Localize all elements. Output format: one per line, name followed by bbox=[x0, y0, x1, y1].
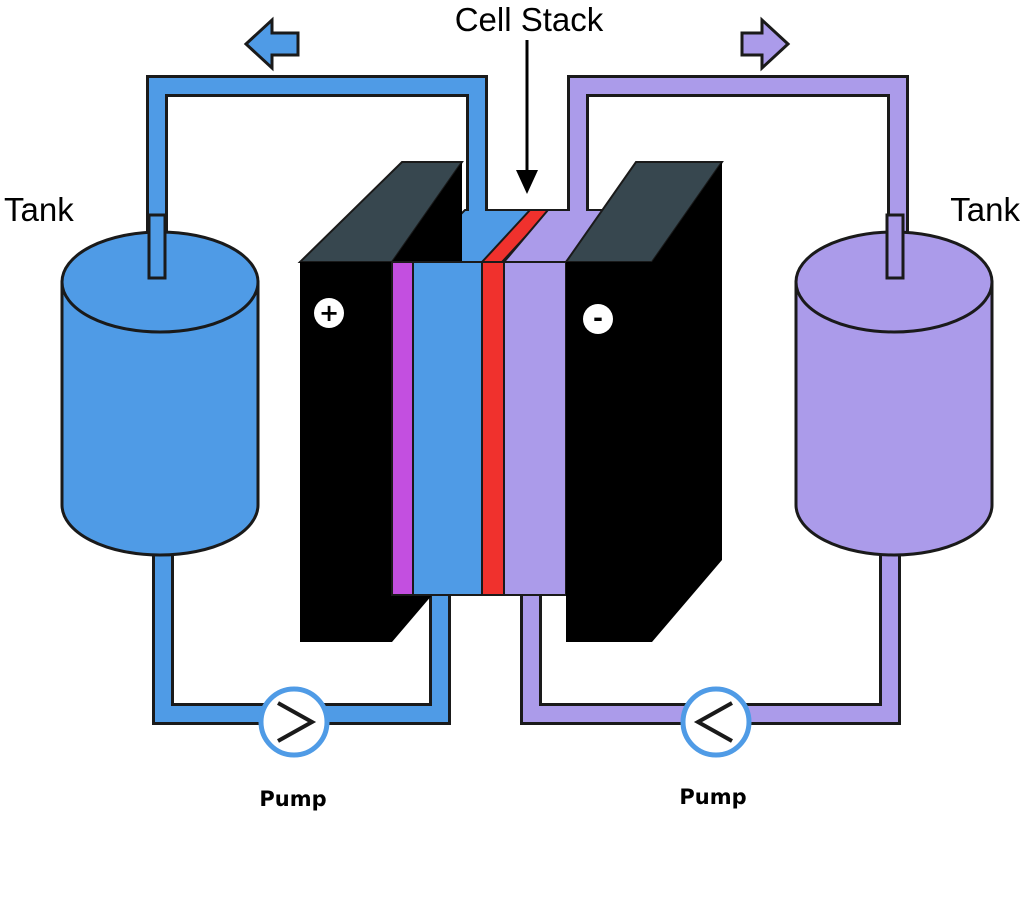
membrane bbox=[481, 261, 505, 596]
right-arrow-icon bbox=[740, 16, 791, 72]
tank-left-label: Tank bbox=[4, 191, 74, 228]
positive-electrolyte-compartment bbox=[412, 261, 483, 596]
tank-right-label: Tank bbox=[950, 191, 1020, 228]
pump-direction-icon bbox=[277, 701, 317, 743]
negative-electrolyte-compartment bbox=[503, 261, 567, 596]
right-tank bbox=[794, 213, 994, 557]
svg-text:+: + bbox=[319, 299, 339, 327]
negative-electrode-plate bbox=[564, 161, 724, 642]
left-arrow-icon bbox=[243, 16, 300, 72]
positive-layer bbox=[391, 261, 414, 596]
pump-left-label: Pump bbox=[259, 787, 326, 811]
svg-text:-: - bbox=[593, 304, 603, 332]
cell-stack-pointer-arrow bbox=[516, 40, 538, 194]
left-tank bbox=[60, 213, 260, 557]
cell-stack: + - bbox=[297, 161, 724, 642]
negative-terminal: - bbox=[583, 304, 613, 334]
pump-direction-icon bbox=[693, 701, 733, 743]
cell-stack-label: Cell Stack bbox=[455, 1, 604, 38]
pump-right-label: Pump bbox=[679, 785, 746, 809]
positive-terminal: + bbox=[314, 298, 344, 328]
left-pump bbox=[258, 686, 330, 758]
right-pump bbox=[680, 686, 752, 758]
